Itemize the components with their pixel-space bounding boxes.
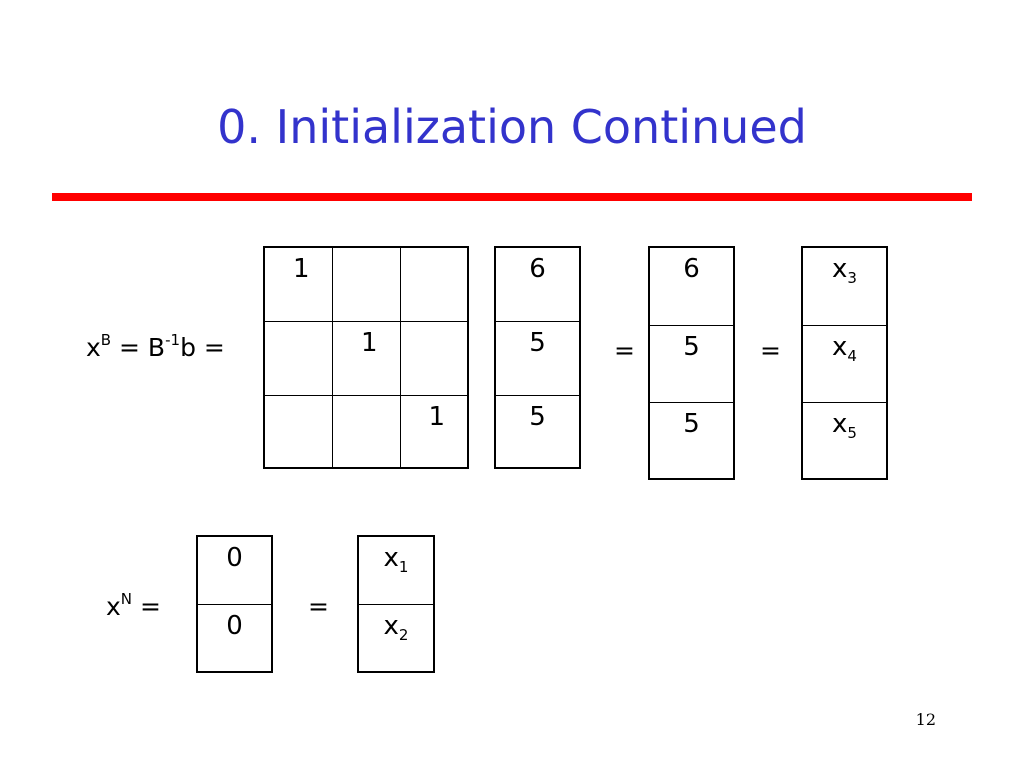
b-inverse-base: = B xyxy=(111,333,166,362)
vector-cell: 5 xyxy=(494,320,581,396)
xb-sup: B xyxy=(100,330,112,349)
equals-sign: = xyxy=(760,336,781,365)
vector-cell: 0 xyxy=(196,603,273,673)
xb-base: x xyxy=(86,333,101,362)
equals-sign: = xyxy=(614,336,635,365)
vector-cell: x2 xyxy=(357,603,435,673)
b-vector: 6 5 5 xyxy=(494,246,581,469)
inverse-sup: -1 xyxy=(165,330,181,349)
vector-cell: 5 xyxy=(494,394,581,469)
vector-cell: 5 xyxy=(648,401,735,480)
equals-sign: = xyxy=(308,592,329,621)
vector-cell: x5 xyxy=(801,401,888,480)
xn-equals: = xyxy=(132,592,161,621)
matrix-cell xyxy=(399,320,469,396)
xn-sup: N xyxy=(120,589,133,608)
page-number: 12 xyxy=(915,710,936,729)
nonbasic-variables-vector: x1 x2 xyxy=(357,535,435,673)
xn-label: xN = xyxy=(106,589,161,621)
xn-base: x xyxy=(106,592,121,621)
matrix-cell xyxy=(399,246,469,322)
matrix-cell: 1 xyxy=(263,246,333,322)
slide-title: 0. Initialization Continued xyxy=(217,100,807,154)
vector-cell: 5 xyxy=(648,324,735,403)
matrix-cell xyxy=(331,394,401,469)
vector-cell: 0 xyxy=(196,535,273,605)
xb-label: xB = B-1b = xyxy=(86,330,225,362)
title-divider xyxy=(52,193,972,201)
result-vector: 6 5 5 xyxy=(648,246,735,480)
b-vector-label: b = xyxy=(180,333,225,362)
matrix-cell: 1 xyxy=(331,320,401,396)
matrix-cell xyxy=(331,246,401,322)
nonbasic-values-vector: 0 0 xyxy=(196,535,273,673)
vector-cell: x1 xyxy=(357,535,435,605)
vector-cell: x4 xyxy=(801,324,888,403)
basic-variables-vector: x3 x4 x5 xyxy=(801,246,888,480)
b-inverse-matrix: 1 1 1 xyxy=(263,246,469,469)
vector-cell: x3 xyxy=(801,246,888,326)
vector-cell: 6 xyxy=(648,246,735,326)
matrix-cell xyxy=(263,320,333,396)
vector-cell: 6 xyxy=(494,246,581,322)
matrix-cell: 1 xyxy=(399,394,469,469)
matrix-cell xyxy=(263,394,333,469)
